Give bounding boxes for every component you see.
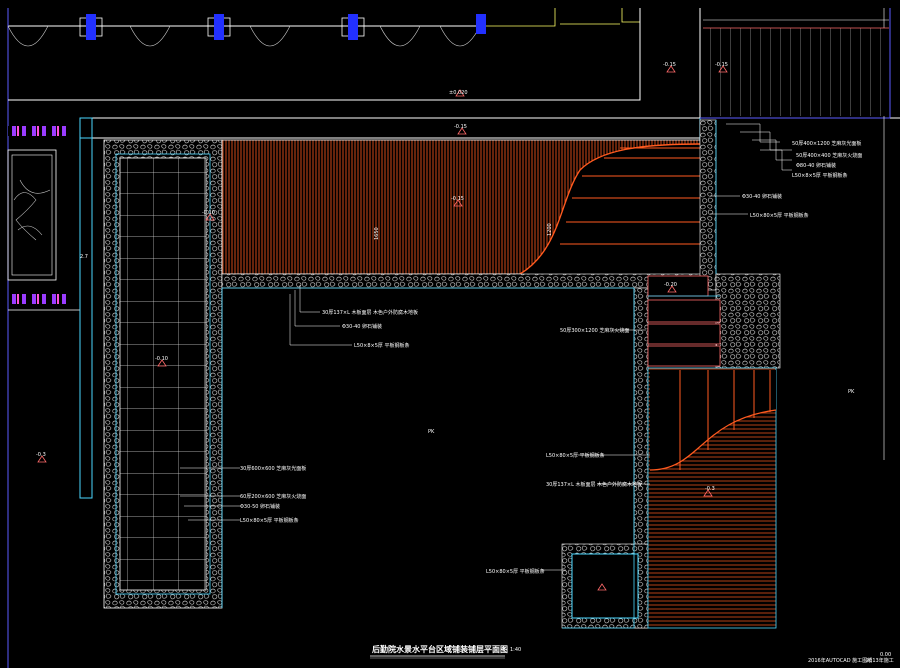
callout-tr-2: 50厚400×400 芝麻灰火烧面 bbox=[796, 152, 862, 159]
drawing-scale: 1:40 bbox=[510, 647, 521, 653]
level-corridor: -0.15 bbox=[454, 124, 467, 130]
level-27: 2.7 bbox=[80, 254, 88, 260]
lower-right-deck bbox=[647, 367, 777, 629]
corner-mark: 0.00 bbox=[880, 652, 891, 658]
level-right-deck: -0.3 bbox=[705, 486, 715, 492]
stair-blocks bbox=[647, 275, 721, 367]
callout-deck-2: Φ30-40 卵石铺装 bbox=[342, 323, 382, 330]
top-wall-and-doors bbox=[7, 8, 641, 668]
callout-rm-1: Φ30-40 卵石铺装 bbox=[742, 193, 782, 200]
level-left-column: -0.10 bbox=[155, 356, 168, 362]
callout-col-3: Φ30-50 卵石铺装 bbox=[240, 503, 280, 510]
level-top-right-b: -0.15 bbox=[715, 62, 728, 68]
footer-left: 2016年AUTOCAD 施工图纸 bbox=[808, 657, 872, 664]
pk-right: PK bbox=[848, 389, 855, 395]
pk-center: PK bbox=[428, 429, 435, 435]
level-left-strip: -0.10 bbox=[202, 210, 215, 216]
level-left-outer: -0.3 bbox=[36, 452, 46, 458]
callout-labels: 50厚400×1200 芝麻灰光面板 50厚400×400 芝麻灰火烧面 Φ80… bbox=[240, 140, 862, 575]
level-top-right-a: -0.15 bbox=[663, 62, 676, 68]
left-decor bbox=[7, 126, 80, 311]
title-block: 后勤院水景水平台区域铺装铺层平面图 1:40 2016年AUTOCAD 施工图纸… bbox=[370, 644, 894, 664]
left-cyan-strip bbox=[79, 117, 93, 499]
top-right-grating bbox=[703, 19, 889, 116]
drawing-title: 后勤院水景水平台区域铺装铺层平面图 bbox=[372, 644, 508, 654]
dim-a: 1650 bbox=[374, 227, 380, 240]
callout-col-1: 30厚600×600 芝麻灰光面板 bbox=[240, 465, 306, 472]
leader-lines bbox=[180, 123, 792, 571]
pool bbox=[571, 553, 639, 619]
level-markers bbox=[37, 65, 728, 591]
wood-deck bbox=[221, 139, 701, 275]
callout-tr-4: L50×8×5厚 平板钢板条 bbox=[792, 172, 847, 179]
callout-col-2: 60厚200×600 芝麻灰火烧面 bbox=[240, 493, 306, 500]
callout-pool: L50×80×5厚 平板钢板条 bbox=[486, 568, 545, 575]
callout-lr-1: L50×80×5厚 平板钢板条 bbox=[546, 452, 605, 459]
level-deck: -0.15 bbox=[451, 196, 464, 202]
callout-stair: 50厚300×1200 芝麻灰火烧面 bbox=[560, 327, 629, 334]
callout-tr-3: Φ80-40 卵石铺装 bbox=[796, 162, 836, 169]
callout-deck-3: L50×8×5厚 平板钢板条 bbox=[354, 342, 409, 349]
cyan-outlines bbox=[221, 120, 717, 629]
level-stair: -0.20 bbox=[664, 282, 677, 288]
dim-b: 1200 bbox=[547, 223, 553, 236]
callout-rm-2: L50×80×5厚 平板钢板条 bbox=[750, 212, 809, 219]
callout-deck-1: 30厚137×L 木板面层 木色户外防腐木地板 bbox=[322, 309, 418, 316]
level-labels: ±0.020 -0.15 -0.15 -0.15 -0.15 -0.10 -0.… bbox=[36, 62, 855, 492]
level-top-center: ±0.020 bbox=[449, 90, 468, 96]
callout-lr-2: 30厚137×L 木板面层 木色户外防腐木地板 bbox=[546, 481, 642, 488]
footer-right: 2013年施工 bbox=[866, 657, 894, 664]
callout-col-4: L50×80×5厚 平板钢板条 bbox=[240, 517, 299, 524]
callout-tr-1: 50厚400×1200 芝麻灰光面板 bbox=[792, 140, 861, 147]
